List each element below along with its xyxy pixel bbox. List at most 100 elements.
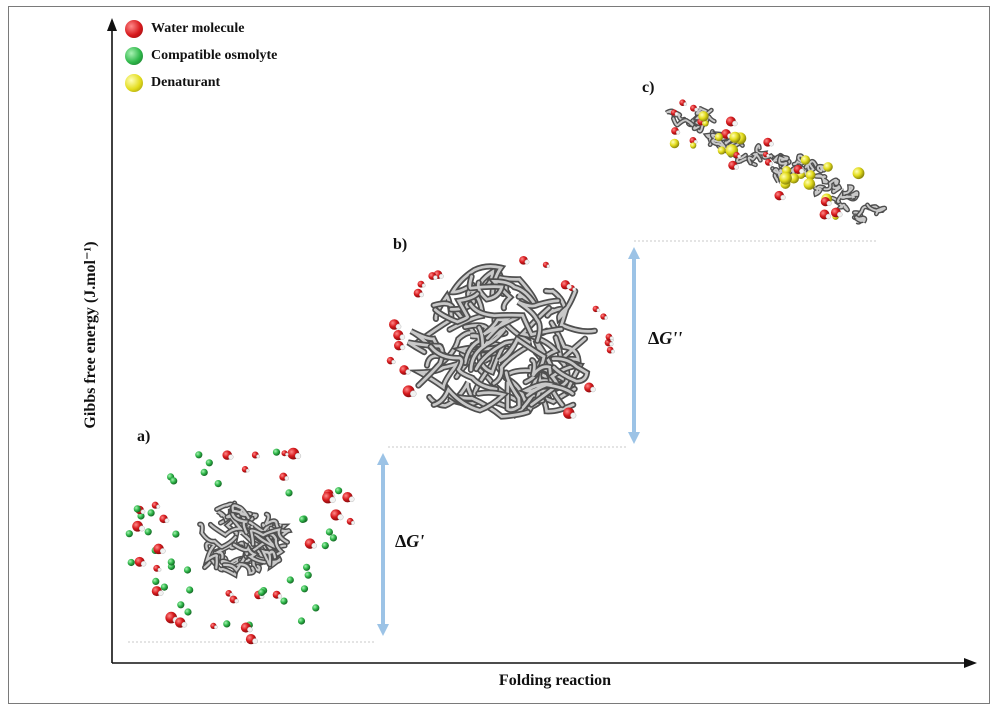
water-hydrogen — [277, 594, 283, 599]
protein-ribbon-highlight — [855, 216, 866, 223]
water-hydrogen — [247, 626, 253, 633]
water-hydrogen — [181, 621, 188, 628]
osmolyte-molecule — [167, 558, 175, 566]
protein-ribbon-highlight — [522, 382, 574, 397]
protein-ribbon-highlight — [231, 504, 250, 519]
y-axis-label: Gibbs free energy (J.mol⁻¹) — [82, 241, 99, 429]
osmolyte-molecule — [184, 608, 192, 616]
protein-ribbon-highlight — [463, 323, 488, 365]
osmolyte-molecule — [177, 601, 185, 609]
water-hydrogen — [780, 194, 786, 201]
water-hydrogen — [348, 496, 355, 503]
water-hydrogen — [311, 542, 318, 549]
osmolyte-molecule — [286, 576, 294, 584]
water-hydrogen — [159, 548, 166, 554]
water-hydrogen — [675, 130, 681, 135]
protein-ribbon-highlight — [504, 371, 521, 412]
protein-ribbon-highlight — [469, 326, 506, 372]
water-hydrogen — [395, 323, 402, 330]
protein-ribbon-highlight — [414, 353, 478, 390]
water-hydrogen — [351, 520, 355, 525]
water-hydrogen — [546, 264, 551, 268]
water-hydrogen — [228, 454, 234, 460]
osmolyte-molecule — [335, 487, 343, 495]
denaturant-icon — [125, 74, 143, 92]
osmolyte-molecule — [133, 505, 141, 513]
water-hydrogen — [421, 283, 426, 288]
denaturant-molecule — [714, 132, 724, 142]
osmolyte-molecule — [160, 583, 168, 591]
energy-gap-arrow-1 — [377, 453, 389, 636]
water-hydrogen — [138, 525, 145, 532]
osmolyte-molecule — [321, 542, 329, 550]
protein-ribbon-highlight — [482, 315, 519, 340]
denaturant-molecule — [729, 131, 741, 143]
water-hydrogen — [294, 452, 302, 460]
osmolyte-molecule — [325, 528, 333, 536]
protein-ribbon-highlight — [747, 152, 762, 165]
osmolyte-molecule — [144, 528, 152, 536]
protein-ribbon-highlight — [778, 156, 789, 170]
delta-g-variable: G'' — [659, 328, 683, 348]
legend-label: Denaturant — [151, 75, 221, 90]
water-hydrogen — [252, 638, 258, 644]
water-hydrogen — [419, 292, 425, 298]
denaturant-molecule — [823, 162, 833, 172]
delta-g-prime-label: ΔG' — [395, 531, 424, 552]
water-hydrogen — [524, 259, 530, 265]
water-hydrogen — [610, 349, 615, 354]
water-hydrogen — [214, 625, 218, 629]
protein-ribbon-highlight — [261, 549, 276, 566]
water-hydrogen — [826, 200, 832, 206]
delta-g-variable: G' — [406, 531, 425, 551]
x-axis-arrowhead — [964, 658, 977, 668]
water-hydrogen — [825, 213, 832, 220]
protein-ribbon-highlight — [551, 357, 589, 383]
protein-a-solvated — [125, 447, 355, 645]
legend-label: Compatible osmolyte — [151, 48, 278, 63]
osmolyte-molecule — [285, 489, 293, 497]
denaturant-molecule — [805, 170, 816, 181]
osmolyte-icon — [125, 47, 143, 65]
protein-ribbon-highlight — [251, 532, 284, 561]
protein-ribbon-highlight — [209, 514, 244, 537]
water-hydrogen — [799, 168, 805, 174]
osmolyte-molecule — [297, 617, 306, 625]
water-hydrogen — [732, 120, 738, 127]
protein-ribbon-highlight — [429, 345, 498, 391]
osmolyte-molecule — [170, 477, 178, 485]
water-hydrogen — [433, 275, 438, 280]
denaturant-molecule — [803, 178, 816, 190]
delta-symbol: Δ — [648, 328, 660, 348]
water-hydrogen — [284, 476, 289, 481]
protein-ribbon-highlight — [517, 299, 560, 343]
water-hydrogen — [674, 112, 679, 116]
protein-ribbon-highlight — [814, 174, 829, 184]
denaturant-molecule — [669, 138, 680, 149]
water-hydrogen — [768, 141, 774, 147]
protein-b-intermediate — [386, 255, 615, 420]
protein-ribbon-highlight — [695, 115, 705, 133]
water-hydrogen — [694, 107, 699, 112]
x-axis-label-wrapper: Folding reaction — [0, 672, 1000, 690]
water-hydrogen — [572, 287, 577, 292]
osmolyte-molecule — [272, 448, 281, 456]
water-hydrogen — [140, 561, 147, 567]
water-hydrogen — [693, 139, 698, 144]
water-hydrogen — [245, 468, 250, 473]
osmolyte-molecule — [223, 620, 231, 628]
water-hydrogen — [234, 598, 239, 604]
osmolyte-molecule — [329, 534, 337, 542]
protein-ribbon-highlight — [530, 364, 583, 407]
water-hydrogen — [256, 454, 261, 459]
legend-item-osmolyte: Compatible osmolyte — [125, 45, 277, 67]
water-hydrogen — [391, 359, 396, 365]
osmolyte-molecule — [200, 468, 208, 476]
denaturant-molecule — [800, 155, 811, 165]
osmolyte-molecule — [147, 509, 155, 517]
energy-gap-arrow-2 — [628, 247, 640, 444]
x-axis-label: Folding reaction — [498, 672, 612, 689]
protein-ribbon-highlight — [407, 341, 444, 387]
water-hydrogen — [140, 509, 146, 515]
